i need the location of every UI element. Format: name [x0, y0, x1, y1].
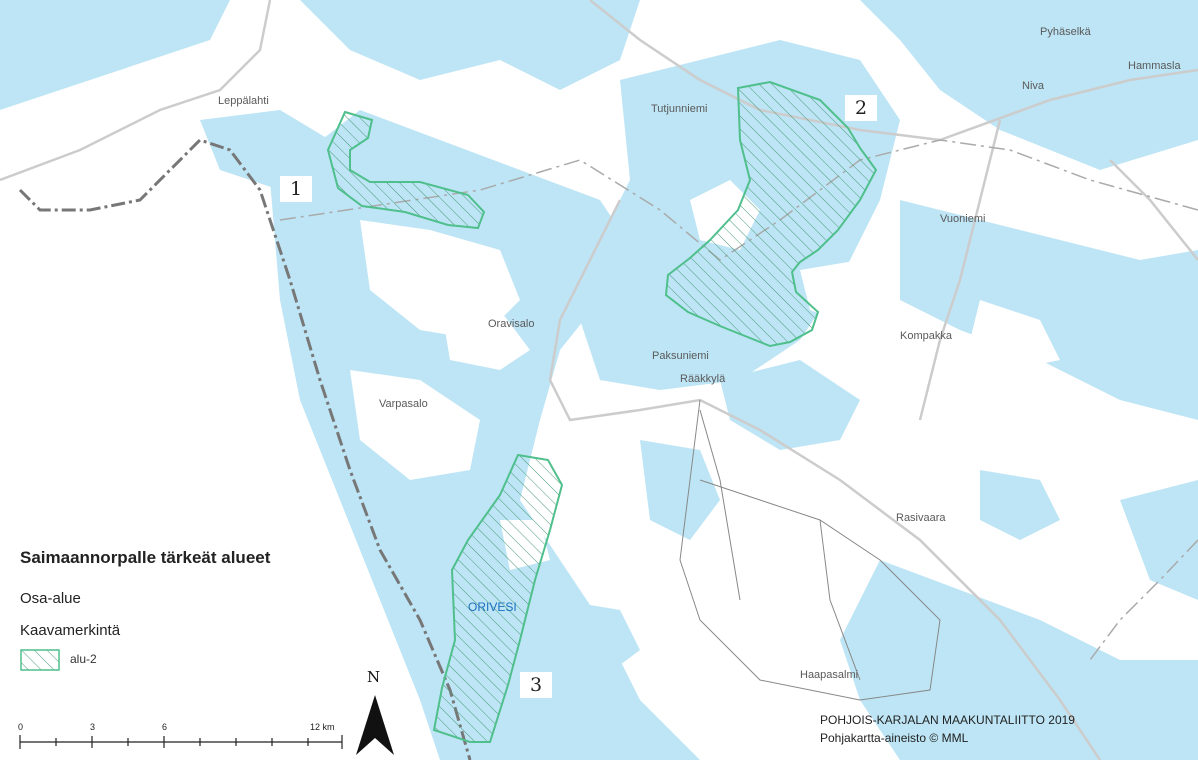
scale-tick-6: 6: [162, 722, 168, 732]
credit-line-1: POHJOIS-KARJALAN MAAKUNTALIITTO 2019: [820, 713, 1075, 727]
place-label-hammaslahti: Hammasla: [1128, 60, 1181, 72]
minor-roads: [679, 399, 941, 701]
islands: [350, 180, 1060, 570]
place-label-paksuniemi: Paksuniemi: [652, 350, 709, 362]
scale-bar: [19, 735, 343, 749]
place-label-kompakka: Kompakka: [900, 330, 952, 342]
scale-tick-0: 0: [18, 722, 24, 732]
national-border: [18, 138, 472, 760]
legend-subtitle: Osa-alue: [20, 590, 81, 607]
area-3: [432, 453, 564, 743]
area-label-1: 1: [280, 176, 313, 202]
north-arrow-icon: [356, 695, 394, 755]
place-label-tutjunniemi: Tutjunniemi: [651, 103, 708, 115]
legend-item-label: alu-2: [70, 652, 97, 666]
north-label: N: [367, 668, 381, 686]
place-label-haapasalmi: Haapasalmi: [800, 669, 859, 681]
place-label-pyhaselka: Pyhäselkä: [1040, 26, 1091, 38]
place-label-leppalahti: Leppälahti: [218, 95, 269, 107]
credit-line-2: Pohjakartta-aineisto © MML: [820, 731, 969, 745]
water-label-orivesi: ORIVESI: [468, 600, 517, 614]
place-label-oravisalo: Oravisalo: [488, 318, 535, 330]
scale-tick-12: 12 km: [310, 722, 335, 732]
place-label-vuoniemi: Vuoniemi: [940, 213, 986, 225]
place-label-varpasalo: Varpasalo: [379, 398, 428, 410]
protected-areas: [326, 80, 878, 743]
legend-swatch-hatch: [20, 649, 60, 671]
scale-tick-3: 3: [90, 722, 96, 732]
legend-title: Saimaannorpalle tärkeät alueet: [20, 548, 271, 567]
area-1: [326, 110, 486, 230]
place-label-niva: Niva: [1022, 80, 1045, 92]
place-label-raakkyla: Rääkkylä: [680, 373, 726, 385]
area-2: [664, 80, 878, 348]
legend-category: Kaavamerkintä: [20, 622, 121, 639]
area-label-2: 2: [845, 95, 878, 121]
place-label-rasivaara: Rasivaara: [896, 512, 946, 524]
area-label-3: 3: [520, 672, 553, 698]
